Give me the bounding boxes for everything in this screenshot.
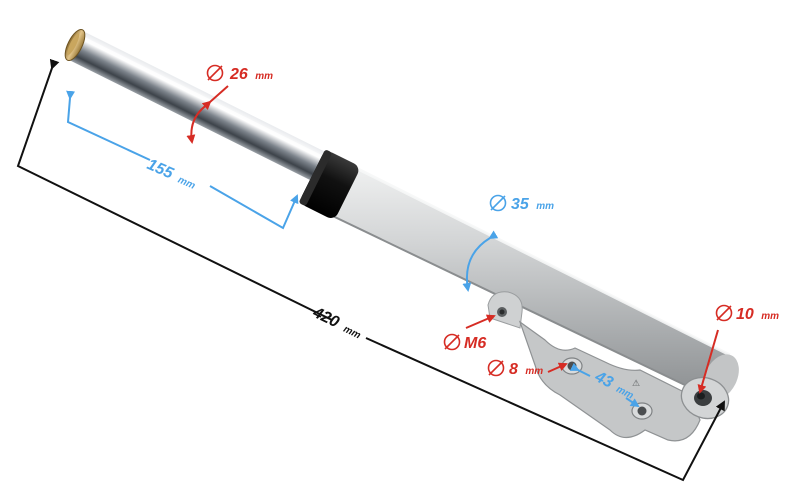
overall-length-unit: mm bbox=[341, 324, 362, 342]
svg-text:35 mm: 35 mm bbox=[511, 196, 554, 213]
hole-spacing-value: 43 bbox=[591, 368, 616, 392]
dust-seal bbox=[299, 150, 359, 218]
chrome-length-value: 155 bbox=[144, 156, 176, 183]
svg-text:420 mm: 420 mm bbox=[309, 304, 364, 343]
leg-diameter-value: 35 bbox=[511, 196, 530, 213]
svg-text:155 mm: 155 mm bbox=[144, 156, 198, 193]
leg-diameter-unit: mm bbox=[536, 201, 554, 212]
svg-text:10 mm: 10 mm bbox=[736, 306, 779, 323]
hole-diameter-unit: mm bbox=[525, 366, 543, 377]
top-cap bbox=[64, 28, 86, 62]
tube-diameter-value: 26 bbox=[229, 66, 248, 83]
svg-text:26 mm: 26 mm bbox=[229, 66, 273, 83]
m6-mount-tab bbox=[487, 291, 523, 329]
axle-diameter-callout: 10 mm bbox=[697, 304, 779, 394]
axle-diameter-value: 10 bbox=[736, 306, 754, 323]
leg-diameter-dimension: 35 mm bbox=[462, 194, 554, 292]
svg-text:8 mm: 8 mm bbox=[509, 361, 543, 378]
overall-length-value: 420 bbox=[309, 304, 341, 331]
hole-diameter-value: 8 bbox=[509, 361, 518, 378]
alloy-lower-leg bbox=[315, 158, 739, 400]
axle-diameter-unit: mm bbox=[761, 311, 779, 322]
m6-thread-callout: M6 bbox=[443, 314, 496, 352]
tube-diameter-unit: mm bbox=[255, 71, 273, 82]
warning-icon: ⚠ bbox=[632, 379, 640, 389]
chrome-length-dimension: 155 mm bbox=[66, 90, 299, 230]
chrome-length-unit: mm bbox=[176, 175, 197, 192]
tube-diameter-dimension: 26 mm bbox=[186, 64, 273, 144]
chrome-stanchion-tube bbox=[67, 30, 351, 194]
hole-diameter-callout: 8 mm bbox=[487, 359, 568, 378]
m6-thread-value: M6 bbox=[464, 335, 486, 352]
